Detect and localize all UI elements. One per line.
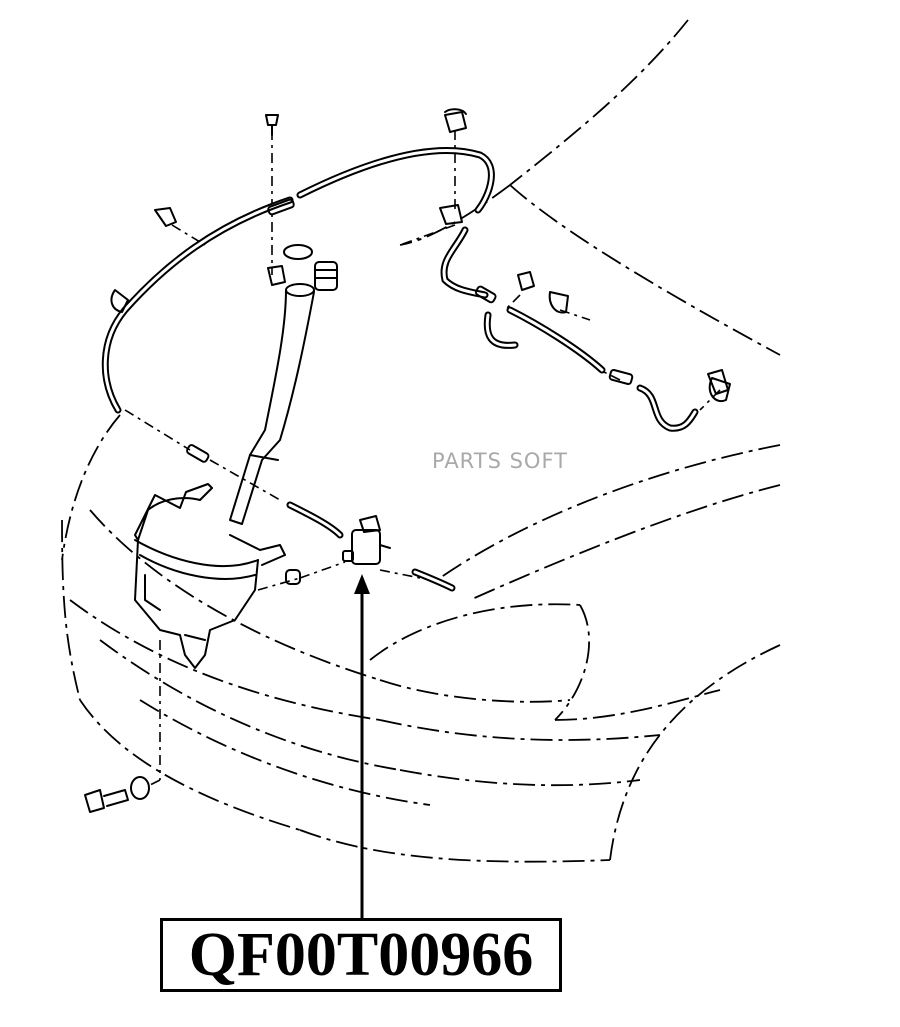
reservoir-bolt-icon (84, 789, 129, 813)
part-pointer-arrow (354, 574, 370, 918)
washer-reservoir-icon (134, 483, 286, 669)
washer-hose-icon (101, 147, 699, 592)
bolt-icon (265, 114, 279, 136)
watermark-text: PARTS SOFT (432, 449, 568, 473)
part-number-label: QF00T00966 (160, 918, 562, 992)
grommet-icon (130, 569, 301, 800)
filler-cap-icon (283, 244, 338, 291)
washer-pump-icon (342, 515, 391, 565)
car-body-outline (61, 19, 781, 863)
hose-connector-icon (186, 198, 634, 463)
clip-icon (110, 111, 731, 403)
part-number-text: QF00T00966 (188, 921, 534, 989)
filler-neck-icon (229, 265, 315, 525)
leader-lines (124, 130, 721, 786)
washer-nozzle-icon (444, 108, 729, 395)
